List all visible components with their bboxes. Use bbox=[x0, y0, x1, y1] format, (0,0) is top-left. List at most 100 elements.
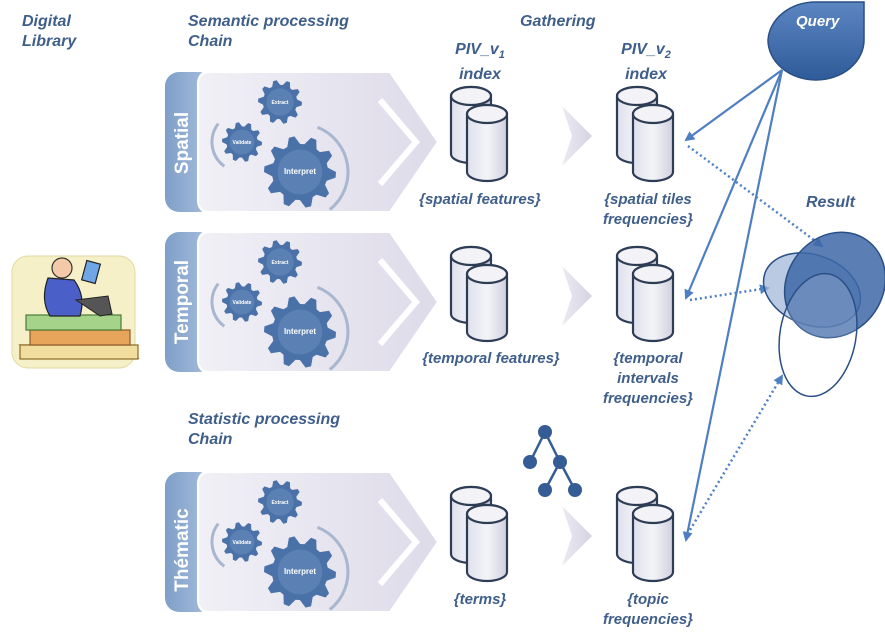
tree-icon bbox=[523, 425, 582, 497]
chain-chevron-temporal bbox=[377, 258, 420, 346]
piv-v1-db-temporal-back-top bbox=[449, 245, 493, 267]
piv-v1-db-temporal-front bbox=[465, 263, 509, 343]
piv-v2-db-temporal-front bbox=[631, 263, 675, 343]
output-label-thematic: {topic frequencies} bbox=[602, 591, 694, 628]
gear-interpret-spatial: Interpret bbox=[264, 136, 336, 208]
query-arrow-thematic bbox=[682, 69, 784, 542]
gear-extract-spatial: Extract bbox=[258, 80, 302, 124]
chain-panel-thematic bbox=[197, 471, 440, 613]
piv-v2-subscript: 2 bbox=[664, 49, 671, 62]
person-legs bbox=[74, 295, 113, 317]
piv-v2-db-spatial-front bbox=[631, 103, 675, 183]
chain-chevron-spatial bbox=[377, 98, 420, 186]
arrows-layer bbox=[682, 69, 824, 542]
piv-v2-db-temporal-front-top bbox=[631, 263, 675, 285]
piv-v1-db-thematic-back-top bbox=[449, 485, 493, 507]
result-ellipse-thematic bbox=[778, 272, 858, 398]
gear-validate-thematic-hub bbox=[229, 529, 255, 555]
piv-v2-db-spatial-back-top bbox=[615, 85, 659, 107]
person-body bbox=[43, 277, 83, 317]
chain-panel-spatial bbox=[197, 71, 440, 213]
tree-node-4 bbox=[568, 483, 582, 497]
piv-v2-prefix: PIV_v bbox=[621, 41, 665, 58]
chain-tab-label-thematic: Thématic bbox=[172, 508, 193, 592]
gear-extract-spatial-hub bbox=[266, 88, 294, 116]
features-label-spatial: {spatial features} bbox=[419, 191, 541, 208]
digital-library-label: Digital Library bbox=[22, 13, 77, 50]
gear-interpret-temporal: Interpret bbox=[264, 296, 336, 368]
gear-extract-spatial-label: Extract bbox=[272, 100, 289, 106]
piv-v2-db-thematic-front-top bbox=[631, 503, 675, 525]
gather-chevron-thematic bbox=[562, 506, 592, 566]
book-top bbox=[25, 314, 122, 331]
gear-extract-temporal-hub bbox=[266, 248, 294, 276]
piv-v2-title: PIV_v2 index bbox=[606, 40, 686, 85]
gear-validate-temporal: Validate bbox=[222, 282, 262, 322]
gear-validate-thematic: Validate bbox=[222, 522, 262, 562]
gear-interpret-spatial-hub bbox=[277, 149, 323, 195]
piv-v1-db-thematic-front-top bbox=[465, 503, 509, 525]
tree-node-3 bbox=[538, 483, 552, 497]
result-venn bbox=[762, 231, 885, 398]
chains-layer: ExtractValidateInterpretExtractValidateI… bbox=[165, 71, 440, 613]
gear-extract-temporal-label: Extract bbox=[272, 260, 289, 266]
gear-interpret-thematic-hub bbox=[277, 549, 323, 595]
piv-v1-db-temporal-front-top bbox=[465, 263, 509, 285]
query-shape bbox=[767, 1, 865, 81]
result-label: Result bbox=[806, 194, 855, 211]
gear-interpret-thematic: Interpret bbox=[264, 536, 336, 608]
databases-layer bbox=[449, 85, 675, 583]
features-label-thematic: {terms} bbox=[453, 591, 507, 608]
book-bottom bbox=[19, 344, 139, 360]
gear-validate-spatial-label: Validate bbox=[233, 140, 252, 146]
chain-tab-label-spatial: Spatial bbox=[172, 111, 193, 175]
gathering-label: Gathering bbox=[520, 13, 596, 30]
piv-v1-index: index bbox=[459, 66, 501, 84]
output-label-temporal: {temporal intervals frequencies} bbox=[602, 350, 694, 407]
query-arrow-spatial bbox=[684, 69, 783, 142]
gear-arc-right-temporal bbox=[316, 285, 350, 371]
gear-interpret-temporal-label: Interpret bbox=[284, 327, 316, 336]
gather-chevron-temporal bbox=[562, 266, 592, 326]
query-drop bbox=[767, 1, 865, 81]
gear-interpret-spatial-label: Interpret bbox=[284, 167, 316, 176]
gear-arc-left-spatial bbox=[210, 122, 226, 168]
piv-v1-prefix: PIV_v bbox=[455, 41, 499, 58]
piv-v2-index: index bbox=[625, 66, 667, 84]
gear-arc-right-thematic bbox=[316, 525, 350, 611]
chain-tab-label-temporal: Temporal bbox=[172, 259, 193, 345]
query-arrow-temporal bbox=[684, 69, 784, 300]
query-label: Query bbox=[796, 13, 840, 30]
chain-panel-temporal bbox=[197, 231, 440, 373]
tree-node-1 bbox=[523, 455, 537, 469]
piv-v2-db-thematic-front bbox=[631, 503, 675, 583]
gear-extract-temporal: Extract bbox=[258, 240, 302, 284]
piv-v1-db-spatial-front bbox=[465, 103, 509, 183]
gear-extract-thematic: Extract bbox=[258, 480, 302, 524]
output-label-spatial: {spatial tiles frequencies} bbox=[602, 191, 694, 228]
result-arrow-temporal bbox=[689, 284, 770, 302]
gear-extract-thematic-label: Extract bbox=[272, 500, 289, 506]
misc-layer bbox=[11, 1, 885, 497]
gear-interpret-thematic-label: Interpret bbox=[284, 567, 316, 576]
gear-validate-spatial: Validate bbox=[222, 122, 262, 162]
semantic-chain-label: Semantic processing Chain bbox=[188, 13, 349, 50]
features-label-temporal: {temporal features} bbox=[422, 350, 560, 367]
digital-library-clipart bbox=[11, 255, 140, 369]
person-head bbox=[51, 257, 73, 279]
gear-arc-left-temporal bbox=[210, 282, 226, 328]
gear-arc-left-thematic bbox=[210, 522, 226, 568]
gather-chevron-spatial bbox=[562, 106, 592, 166]
piv-v1-db-thematic-front bbox=[465, 503, 509, 583]
piv-v1-subscript: 1 bbox=[498, 49, 505, 62]
tree-node-0 bbox=[538, 425, 552, 439]
piv-v1-db-spatial-back-top bbox=[449, 85, 493, 107]
gear-arc-right-spatial bbox=[316, 125, 350, 211]
piv-v2-db-thematic-back-top bbox=[615, 485, 659, 507]
result-ellipse-spatial bbox=[783, 231, 885, 339]
chain-chevron-thematic bbox=[377, 498, 420, 586]
